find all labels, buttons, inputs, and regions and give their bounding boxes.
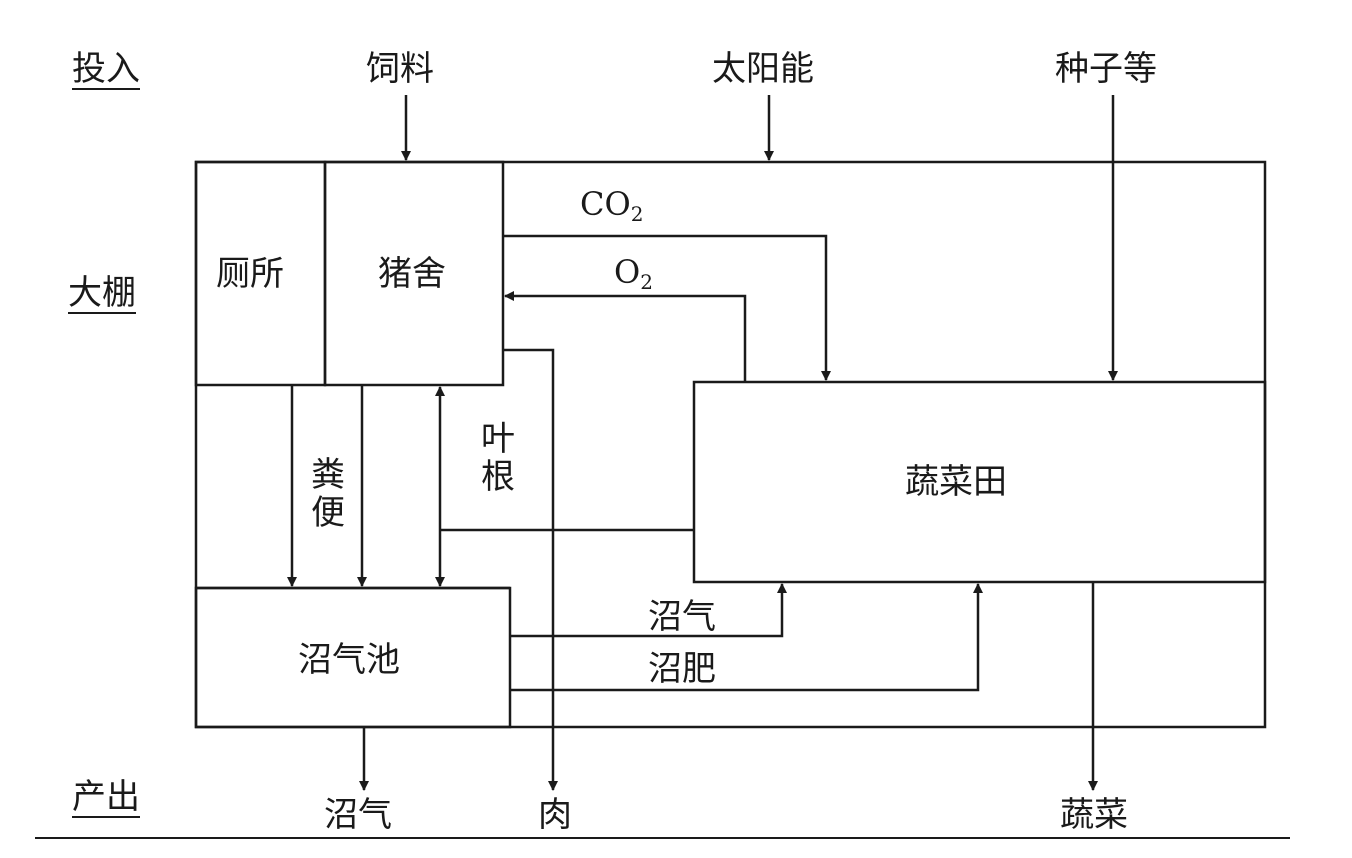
fertilizer-flow-label: 沼肥	[648, 649, 716, 689]
row-label-input: 投入	[72, 49, 140, 89]
pigsty-box	[323, 160, 505, 387]
output-meat: 肉	[538, 795, 572, 835]
biogas-to-field-arrow	[510, 583, 787, 638]
o2-label: O2	[614, 253, 653, 294]
pigsty-label: 猪舍	[378, 254, 446, 294]
toilet-label: 厕所	[216, 254, 284, 294]
co2-arrow	[503, 234, 831, 381]
input-feed: 饲料	[366, 49, 434, 89]
co2-label: CO2	[580, 185, 644, 226]
vegetable-field-label: 蔬菜田	[905, 462, 1007, 502]
manure-label: 粪便	[311, 455, 345, 533]
biogas-pit-label: 沼气池	[298, 640, 400, 680]
biogas-flow-label: 沼气	[648, 597, 716, 637]
output-vegetables: 蔬菜	[1060, 795, 1128, 835]
row-label-output: 产出	[72, 777, 140, 817]
input-seeds: 种子等	[1055, 49, 1157, 89]
row-label-greenhouse: 大棚	[68, 273, 136, 313]
vegetable-field-box	[692, 380, 1267, 584]
output-biogas: 沼气	[324, 795, 392, 835]
fertilizer-to-field-arrow	[510, 583, 983, 692]
o2-arrow	[504, 291, 747, 382]
leaves-roots-label: 叶根	[481, 419, 515, 497]
meat-arrow	[503, 348, 558, 791]
input-solar: 太阳能	[712, 49, 814, 89]
